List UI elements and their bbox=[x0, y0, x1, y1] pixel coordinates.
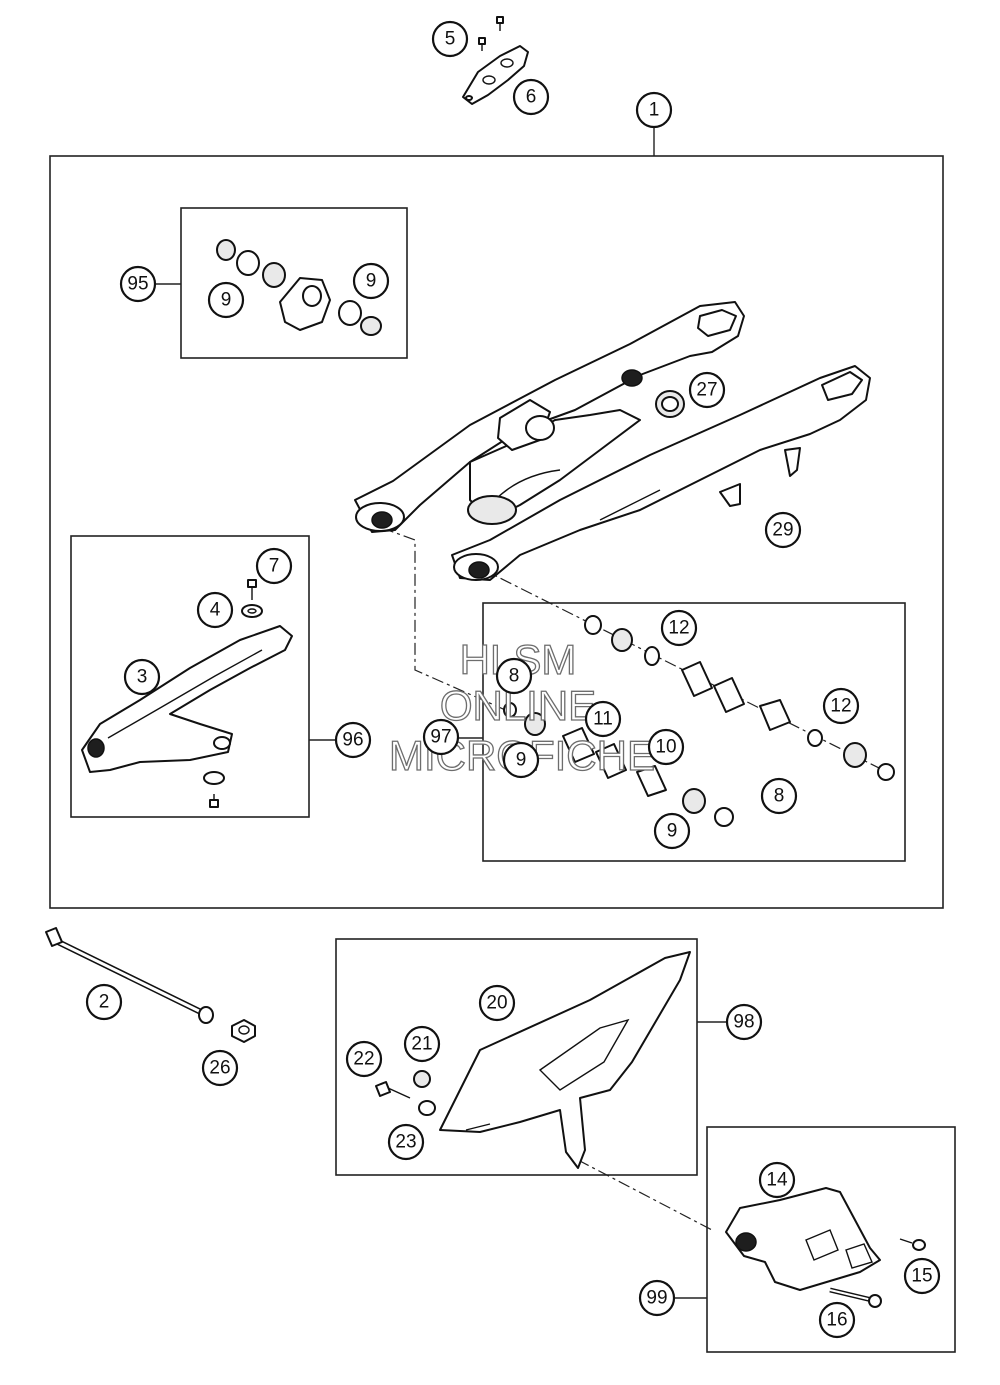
callout-21[interactable]: 21 bbox=[403, 1025, 441, 1063]
callout-9-kit97-left[interactable]: 9 bbox=[502, 741, 540, 779]
svg-text:98: 98 bbox=[733, 1012, 754, 1033]
svg-text:3: 3 bbox=[137, 667, 148, 688]
screw-part-5 bbox=[478, 16, 504, 51]
callout-8-lower[interactable]: 8 bbox=[760, 777, 798, 815]
kit-97-parts bbox=[503, 615, 895, 827]
svg-text:29: 29 bbox=[772, 520, 793, 541]
chain-guide-kit-99-frame bbox=[706, 1126, 956, 1353]
callout-16[interactable]: 16 bbox=[818, 1301, 856, 1339]
frames bbox=[49, 155, 956, 1353]
svg-text:6: 6 bbox=[526, 87, 537, 108]
pivot-axle-part-2 bbox=[45, 927, 214, 1024]
svg-text:7: 7 bbox=[269, 556, 280, 577]
screw-part-16 bbox=[829, 1287, 882, 1308]
svg-text:95: 95 bbox=[127, 274, 148, 295]
callout-15[interactable]: 15 bbox=[903, 1257, 941, 1295]
bearing-kit-95-frame bbox=[180, 207, 408, 359]
svg-text:99: 99 bbox=[646, 1288, 667, 1309]
svg-text:23: 23 bbox=[395, 1132, 416, 1153]
callout-26[interactable]: 26 bbox=[201, 1049, 239, 1087]
callout-9-kit97-bottom[interactable]: 9 bbox=[653, 812, 691, 850]
swingarm-part-1 bbox=[354, 301, 871, 581]
svg-text:8: 8 bbox=[509, 666, 520, 687]
svg-text:20: 20 bbox=[486, 993, 507, 1014]
callout-8-upper[interactable]: 8 bbox=[495, 657, 533, 695]
callout-5[interactable]: 5 bbox=[431, 20, 469, 58]
washer-part-4 bbox=[203, 604, 263, 785]
swingarm-assembly-frame bbox=[49, 155, 944, 909]
bushing-part-27 bbox=[655, 390, 685, 418]
callout-27[interactable]: 27 bbox=[688, 371, 726, 409]
svg-text:12: 12 bbox=[830, 696, 851, 717]
svg-text:26: 26 bbox=[209, 1058, 230, 1079]
callout-12-upper[interactable]: 12 bbox=[660, 609, 698, 647]
leader-lines bbox=[155, 128, 884, 1299]
svg-text:15: 15 bbox=[911, 1266, 932, 1287]
callouts: 1 2 3 4 5 6 7 8 8 9 9 9 9 10 11 12 12 14… bbox=[85, 20, 941, 1339]
needle-bearing-kit-97-frame bbox=[482, 602, 906, 862]
callout-95[interactable]: 95 bbox=[119, 265, 157, 303]
callout-9-kit95-left[interactable]: 9 bbox=[207, 281, 245, 319]
chain-guide-part-14 bbox=[725, 1187, 881, 1291]
callout-7[interactable]: 7 bbox=[255, 547, 293, 585]
svg-text:5: 5 bbox=[445, 29, 456, 50]
callout-1[interactable]: 1 bbox=[635, 91, 673, 129]
callout-9-kit95-right[interactable]: 9 bbox=[352, 262, 390, 300]
svg-text:16: 16 bbox=[826, 1310, 847, 1331]
callout-2[interactable]: 2 bbox=[85, 983, 123, 1021]
svg-text:14: 14 bbox=[766, 1170, 788, 1191]
nut-part-26 bbox=[231, 1019, 256, 1043]
svg-text:2: 2 bbox=[99, 992, 110, 1013]
callout-12-lower[interactable]: 12 bbox=[822, 687, 860, 725]
callout-6[interactable]: 6 bbox=[512, 78, 550, 116]
svg-text:12: 12 bbox=[668, 618, 689, 639]
callout-96[interactable]: 96 bbox=[334, 721, 372, 759]
svg-text:9: 9 bbox=[366, 271, 377, 292]
callout-3[interactable]: 3 bbox=[123, 658, 161, 696]
svg-text:9: 9 bbox=[667, 821, 678, 842]
callout-29[interactable]: 29 bbox=[764, 511, 802, 549]
kit-95-parts bbox=[216, 239, 382, 336]
callout-10[interactable]: 10 bbox=[647, 728, 685, 766]
chain-guard-kit-98-frame bbox=[335, 938, 698, 1176]
chain-slider-part-3 bbox=[81, 625, 293, 773]
svg-text:97: 97 bbox=[430, 727, 451, 748]
screw-part-15 bbox=[899, 1238, 926, 1251]
svg-text:11: 11 bbox=[593, 709, 613, 730]
callout-11[interactable]: 11 bbox=[584, 700, 622, 738]
svg-text:8: 8 bbox=[774, 786, 785, 807]
svg-text:27: 27 bbox=[696, 380, 717, 401]
callout-20[interactable]: 20 bbox=[478, 984, 516, 1022]
svg-text:4: 4 bbox=[210, 600, 221, 621]
callout-23[interactable]: 23 bbox=[387, 1123, 425, 1161]
chain-slider-kit-96-frame bbox=[70, 535, 310, 818]
callout-22[interactable]: 22 bbox=[345, 1040, 383, 1078]
svg-text:10: 10 bbox=[655, 737, 676, 758]
svg-text:1: 1 bbox=[649, 100, 660, 121]
callout-4[interactable]: 4 bbox=[196, 591, 234, 629]
kit-98-hardware bbox=[375, 1070, 436, 1116]
svg-text:22: 22 bbox=[353, 1049, 374, 1070]
svg-text:96: 96 bbox=[342, 730, 363, 751]
callout-14[interactable]: 14 bbox=[758, 1161, 796, 1199]
svg-text:9: 9 bbox=[516, 750, 527, 771]
clamp-part-6 bbox=[462, 45, 529, 105]
callout-97[interactable]: 97 bbox=[422, 718, 460, 756]
screw-part-7 bbox=[209, 579, 257, 808]
callout-99[interactable]: 99 bbox=[638, 1279, 676, 1317]
chain-guard-part-20 bbox=[439, 951, 691, 1169]
svg-text:9: 9 bbox=[221, 290, 232, 311]
svg-text:21: 21 bbox=[411, 1034, 432, 1055]
callout-98[interactable]: 98 bbox=[725, 1003, 763, 1041]
